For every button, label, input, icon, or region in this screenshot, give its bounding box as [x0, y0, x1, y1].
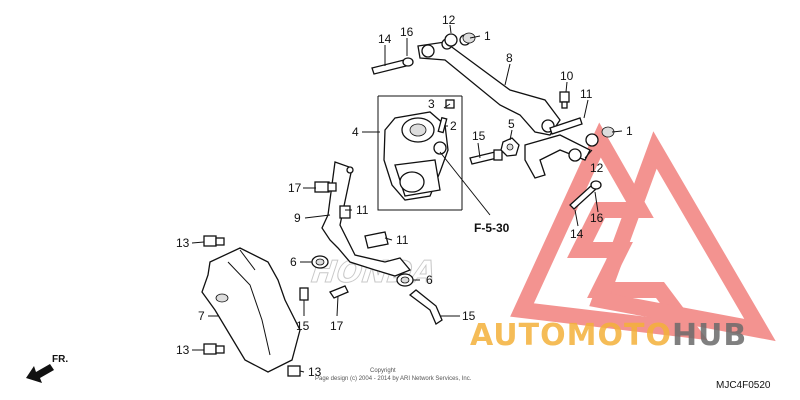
bolt-14-top	[371, 57, 414, 75]
bolt-13-bottom	[287, 365, 301, 377]
label-12-right: 12	[590, 161, 604, 175]
label-5: 5	[508, 117, 515, 131]
bolt-13-mid	[203, 343, 225, 355]
label-13-top: 13	[176, 236, 190, 250]
watermark-logo	[510, 122, 776, 342]
bolt-13-top	[203, 235, 225, 247]
label-6-right: 6	[426, 273, 433, 287]
label-4: 4	[352, 125, 359, 139]
grommet-6-left	[311, 255, 329, 269]
label-11-right: 11	[580, 87, 593, 101]
bolt-15-lower	[408, 289, 443, 325]
label-1-top: 1	[484, 29, 491, 43]
grommet-6-right	[396, 273, 414, 287]
collar-15-left	[299, 287, 309, 301]
label-17-upper: 17	[288, 181, 302, 195]
linkage-arm-right	[524, 134, 591, 179]
bolt-15-center	[469, 149, 503, 165]
bolt-10	[559, 91, 570, 109]
label-7: 7	[198, 309, 205, 323]
label-14-right: 14	[570, 227, 584, 241]
watermark-hub: HUB	[671, 318, 748, 353]
label-16-right: 16	[590, 211, 604, 225]
nut-part-5	[500, 137, 520, 157]
label-1-right: 1	[626, 124, 633, 138]
label-11-mid: 11	[356, 203, 369, 217]
label-15-center: 15	[472, 129, 486, 143]
cover-part-7	[201, 247, 301, 373]
label-15-lower: 15	[462, 309, 476, 323]
label-6-left: 6	[290, 255, 297, 269]
label-12-top: 12	[442, 13, 456, 27]
label-2: 2	[450, 119, 457, 133]
watermark-auto: AUTOMOTO	[470, 318, 672, 353]
front-direction-arrow: FR.	[26, 354, 68, 383]
label-16-top: 16	[400, 25, 414, 39]
grommet-1-right	[585, 126, 615, 147]
label-3: 3	[428, 97, 435, 111]
bolt-14-right	[569, 180, 602, 210]
actuator-box	[377, 95, 463, 211]
label-10: 10	[560, 69, 574, 83]
actuator-part-4	[383, 111, 449, 201]
part-labels: 12 1 14 16 8 10 11 1 12 3 2 4 5 15 F-5-3…	[176, 13, 633, 379]
bolt-17-lower	[329, 285, 349, 299]
label-14-top: 14	[378, 32, 392, 46]
bolt-11-mid	[339, 205, 351, 219]
copyright-text: Page design (c) 2004 - 2014 by ARI Netwo…	[315, 376, 472, 382]
label-13-bottom: 13	[308, 365, 322, 379]
bolt-17-upper	[314, 181, 337, 193]
label-15-left: 15	[296, 319, 310, 333]
label-17-lower: 17	[330, 319, 344, 333]
label-8: 8	[506, 51, 513, 65]
label-9: 9	[294, 211, 301, 225]
diagram-code: MJC4F0520	[716, 380, 771, 391]
bracket-part-9	[321, 161, 412, 277]
label-13-mid: 13	[176, 343, 190, 357]
label-11-lower: 11	[396, 233, 409, 247]
copyright-title: Copyright	[370, 368, 396, 374]
direction-label: FR.	[52, 354, 68, 365]
grommet-top	[444, 32, 476, 47]
bolt-11-lower	[364, 231, 389, 249]
leader-lines	[191, 24, 623, 373]
bolt-11-right	[549, 117, 583, 135]
callout-f-5-30: F-5-30	[474, 221, 510, 235]
watermark-text: AUTOMOTOHUB	[470, 318, 747, 353]
